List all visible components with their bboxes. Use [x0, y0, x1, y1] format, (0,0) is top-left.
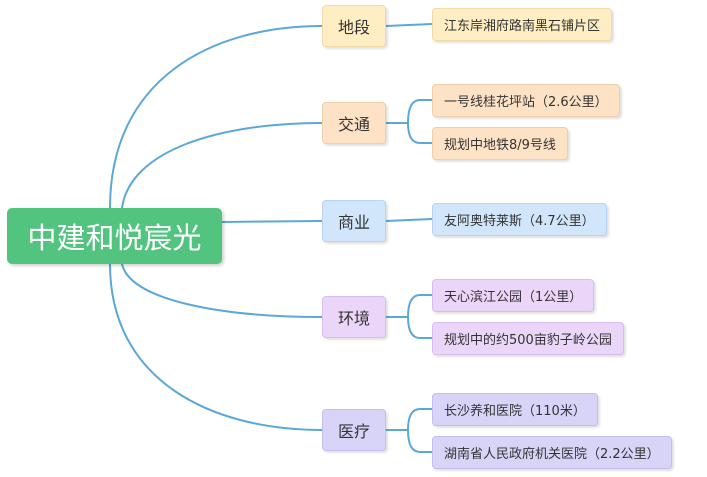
- branch-medical[interactable]: 医疗: [322, 409, 386, 451]
- leaf-commerce-1[interactable]: 友阿奥特莱斯（4.7公里）: [432, 203, 607, 236]
- link-environment-leaf-1: [407, 294, 433, 318]
- link-transport-leaf-1: [407, 99, 433, 124]
- link-commerce-leaf: [385, 218, 433, 222]
- link-transport-leaf-2: [407, 122, 433, 144]
- leaf-medical-1[interactable]: 长沙养和医院（110米）: [432, 393, 598, 426]
- leaf-medical-2[interactable]: 湖南省人民政府机关医院（2.2公里）: [432, 436, 672, 469]
- leaf-location-1[interactable]: 江东岸湘府路南黑石铺片区: [432, 8, 613, 41]
- link-medical-leaf-1: [407, 408, 433, 431]
- link-root-location: [109, 25, 323, 209]
- leaf-transport-2[interactable]: 规划中地铁8/9号线: [432, 127, 568, 160]
- leaf-environment-2[interactable]: 规划中的约500亩豹子岭公园: [432, 322, 624, 355]
- branch-commerce[interactable]: 商业: [322, 200, 386, 242]
- leaf-environment-1[interactable]: 天心滨江公园（1公里）: [432, 279, 595, 312]
- central-topic[interactable]: 中建和悦宸光: [7, 208, 222, 264]
- link-environment-leaf-2: [407, 316, 433, 339]
- branch-environment[interactable]: 环境: [322, 296, 386, 338]
- link-location-leaf: [385, 23, 433, 27]
- link-root-environment: [121, 263, 323, 318]
- branch-location[interactable]: 地段: [322, 5, 386, 47]
- leaf-transport-1[interactable]: 一号线桂花坪站（2.6公里）: [432, 84, 620, 117]
- branch-transport[interactable]: 交通: [322, 102, 386, 144]
- link-medical-leaf-2: [407, 429, 433, 453]
- link-root-transport: [121, 122, 323, 209]
- link-root-commerce: [221, 220, 323, 223]
- link-root-medical: [109, 263, 323, 431]
